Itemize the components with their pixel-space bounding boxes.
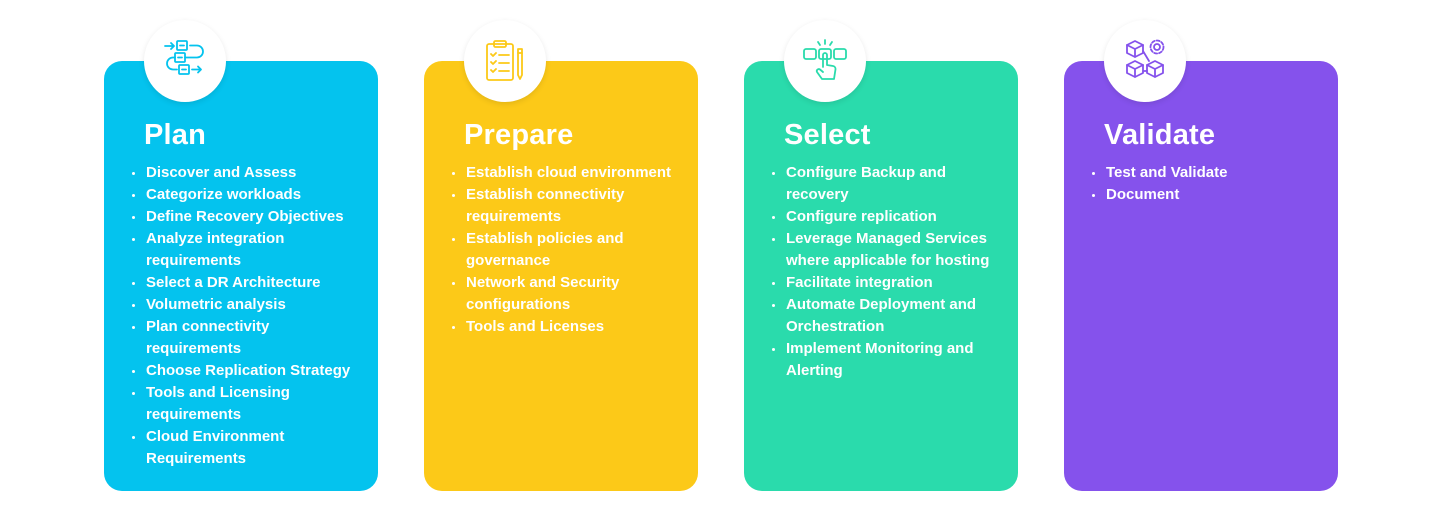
phase-card-prepare: Prepare Establish cloud environment Esta…	[424, 20, 698, 491]
task-item: Choose Replication Strategy	[130, 360, 364, 382]
task-item: Facilitate integration	[770, 272, 1004, 294]
phase-card-plan: Plan Discover and Assess Categorize work…	[104, 20, 378, 491]
icon-badge	[1104, 20, 1186, 102]
task-item: Categorize workloads	[130, 184, 364, 206]
task-item: Implement Monitoring and Alerting	[770, 338, 1004, 382]
phase-card-validate: Validate Test and Validate Document	[1064, 20, 1338, 491]
hand-select-icon	[803, 39, 847, 80]
phase-title: Plan	[144, 119, 207, 151]
task-item: Automate Deployment and Orchestration	[770, 294, 1004, 338]
icon-badge	[784, 20, 866, 102]
task-item: Configure replication	[770, 206, 1004, 228]
task-list: Configure Backup and recovery Configure …	[770, 162, 1004, 382]
task-list: Establish cloud environment Establish co…	[450, 162, 684, 338]
task-item: Tools and Licenses	[450, 316, 684, 338]
task-list: Discover and Assess Categorize workloads…	[130, 162, 364, 470]
phase-card-select: Select Configure Backup and recovery Con…	[744, 20, 1018, 491]
task-item: Document	[1090, 184, 1324, 206]
task-item: Analyze integration requirements	[130, 228, 364, 272]
workflow-icon	[164, 40, 204, 75]
task-item: Network and Security configurations	[450, 272, 684, 316]
task-item: Configure Backup and recovery	[770, 162, 1004, 206]
icon-badge	[464, 20, 546, 102]
phase-title: Prepare	[464, 119, 574, 151]
task-item: Volumetric analysis	[130, 294, 364, 316]
task-item: Cloud Environment Requirements	[130, 426, 364, 470]
task-item: Discover and Assess	[130, 162, 364, 184]
task-item: Tools and Licensing requirements	[130, 382, 364, 426]
task-item: Define Recovery Objectives	[130, 206, 364, 228]
task-item: Establish cloud environment	[450, 162, 684, 184]
phase-title: Validate	[1104, 119, 1216, 151]
task-item: Plan connectivity requirements	[130, 316, 364, 360]
icon-badge	[144, 20, 226, 102]
task-item: Establish policies and governance	[450, 228, 684, 272]
clipboard-checklist-icon	[486, 40, 523, 81]
task-list: Test and Validate Document	[1090, 162, 1324, 206]
phase-title: Select	[784, 119, 871, 151]
cubes-gear-icon	[1126, 39, 1165, 78]
task-item: Establish connectivity requirements	[450, 184, 684, 228]
task-item: Leverage Managed Services where applicab…	[770, 228, 1004, 272]
task-item: Test and Validate	[1090, 162, 1324, 184]
task-item: Select a DR Architecture	[130, 272, 364, 294]
